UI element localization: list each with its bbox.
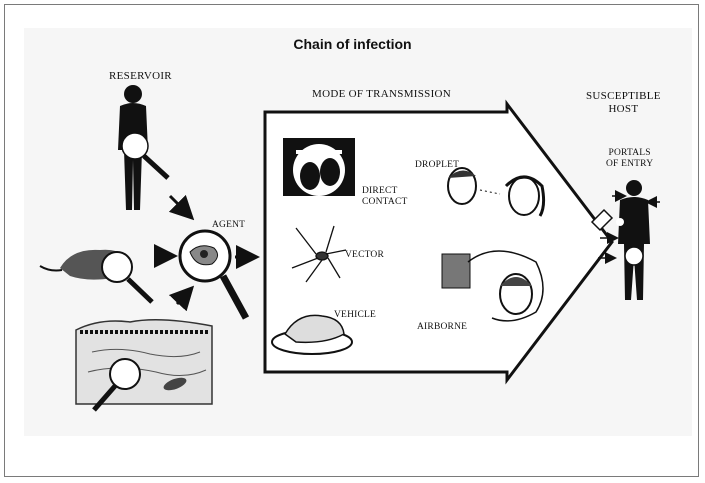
label-reservoir: RESERVOIR bbox=[109, 70, 172, 83]
label-droplet: DROPLET bbox=[415, 160, 459, 171]
arrow-environment-to-agent bbox=[177, 290, 190, 304]
label-vehicle: VEHICLE bbox=[334, 310, 376, 321]
direct-contact-icon bbox=[283, 138, 355, 196]
agent-magnifier-icon bbox=[180, 231, 246, 318]
label-portals-of-entry: PORTALS OF ENTRY bbox=[606, 148, 653, 170]
label-vector: VECTOR bbox=[345, 250, 384, 261]
diagram-title: Chain of infection bbox=[0, 36, 705, 52]
reservoir-rat-icon bbox=[40, 250, 152, 302]
reservoir-human-icon bbox=[118, 85, 168, 210]
reservoir-environment-icon bbox=[76, 320, 212, 410]
label-mode-of-transmission: MODE OF TRANSMISSION bbox=[312, 88, 451, 101]
arrow-human-to-agent bbox=[170, 196, 190, 216]
label-agent: AGENT bbox=[212, 220, 245, 231]
label-airborne: AIRBORNE bbox=[417, 322, 467, 333]
label-susceptible-host: SUSCEPTIBLE HOST bbox=[586, 90, 661, 116]
label-direct-contact: DIRECT CONTACT bbox=[362, 186, 408, 208]
